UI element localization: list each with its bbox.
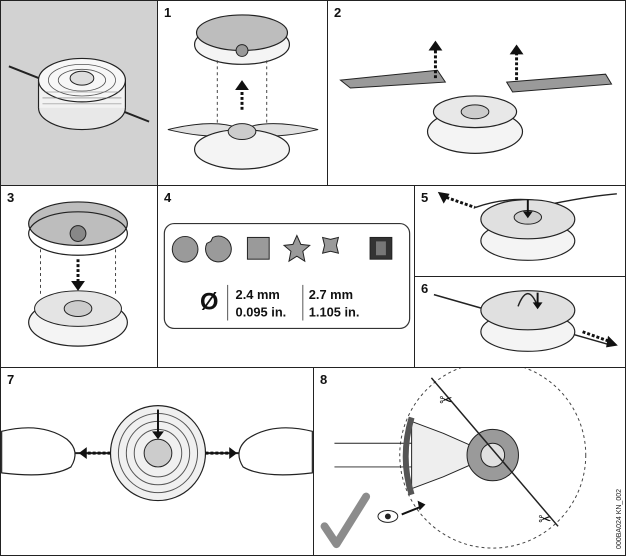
panel-step-5: 5 xyxy=(414,185,626,277)
step-number: 7 xyxy=(7,372,15,387)
panel-overview xyxy=(0,0,158,186)
line-pull-illustration xyxy=(1,405,313,502)
step-number: 4 xyxy=(164,190,172,205)
metric-size-b: 2.7 mm xyxy=(309,287,353,302)
cross-profile-icon xyxy=(321,236,340,254)
line-wind-illustration xyxy=(433,290,618,352)
round-twist-profile-icon xyxy=(205,235,232,263)
imperial-size-b: 1.105 in. xyxy=(309,305,360,320)
panel-step-7: 7 xyxy=(0,367,314,556)
step-number: 5 xyxy=(421,190,429,205)
blade-lift-illustration xyxy=(339,40,613,154)
scissors-icon: ✂ xyxy=(538,511,551,528)
line-insert-illustration xyxy=(437,191,617,261)
star-profile-icon xyxy=(282,234,311,263)
line-length-check-illustration: ✂ ✂ xyxy=(320,368,587,549)
scissors-icon: ✂ xyxy=(439,393,452,410)
panel-step-3: 3 xyxy=(0,185,158,368)
step-number: 8 xyxy=(320,372,328,387)
cover-removal-illustration xyxy=(167,14,319,170)
round-profile-icon xyxy=(171,235,199,263)
step-number: 3 xyxy=(7,190,15,205)
panel-step-2: 2 xyxy=(327,0,626,186)
mowing-head-illustration xyxy=(8,57,150,131)
panel-step-4: 4 Ø 2.4 mm 0.095 in. 2.7 mm 1.105 in. xyxy=(157,185,415,368)
cover-install-illustration xyxy=(28,201,128,347)
checkmark-icon xyxy=(320,492,371,549)
document-code: 000BA024 KN_002 xyxy=(616,489,623,549)
panel-step-6: 6 xyxy=(414,276,626,368)
panel-step-1: 1 xyxy=(157,0,328,186)
imperial-size-a: 0.095 in. xyxy=(236,305,287,320)
line-profile-chart: Ø 2.4 mm 0.095 in. 2.7 mm 1.105 in. xyxy=(163,222,411,330)
metric-size-a: 2.4 mm xyxy=(236,287,280,302)
panel-step-8: 8 ✂ ✂ 000BA024 KN_002 xyxy=(313,367,626,556)
step-number: 2 xyxy=(334,5,342,20)
square-profile-icon xyxy=(246,236,270,260)
diameter-symbol: Ø xyxy=(200,290,218,316)
step-number: 1 xyxy=(164,5,172,20)
step-number: 6 xyxy=(421,281,429,296)
